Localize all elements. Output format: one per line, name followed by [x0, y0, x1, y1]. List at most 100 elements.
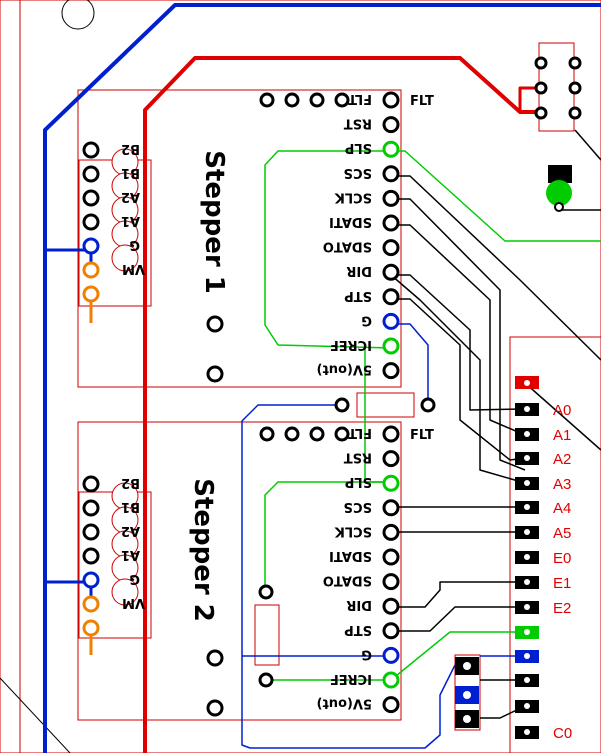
pin-pad: [382, 263, 400, 281]
header-label: A1: [553, 427, 571, 444]
pin-pad: [382, 91, 400, 109]
pin-pad: [82, 547, 100, 565]
pin-pad: [382, 239, 400, 257]
header-label: E0: [553, 550, 571, 567]
pin-pad: [382, 189, 400, 207]
pin-label: G: [361, 312, 372, 327]
pin-pad: [382, 312, 400, 330]
pin-pad: [382, 696, 400, 714]
pin-label: SDATO: [323, 239, 372, 254]
pin-pad: [382, 499, 400, 517]
pin-pad: [382, 214, 400, 232]
pin-label: ICREF: [330, 337, 372, 352]
pin-label: B1: [121, 165, 140, 180]
pin-label: SCLK: [334, 189, 372, 204]
pin-pad: [382, 288, 400, 306]
resistor: [258, 397, 436, 688]
pin-pad: [382, 140, 400, 158]
pin-label: VM: [122, 595, 145, 610]
pin-label: SDATI: [329, 548, 372, 563]
pin-label: STP: [344, 288, 372, 303]
pin-label: DIR: [346, 263, 372, 278]
header-label: E2: [553, 600, 571, 617]
pin-pad: [82, 523, 100, 541]
pin-label: SDATO: [323, 573, 372, 588]
header-label: A3: [553, 476, 571, 493]
pin-pad: [82, 595, 100, 613]
pin-pad: [82, 499, 100, 517]
pin-pad: [382, 523, 400, 541]
pin-label: G: [129, 571, 140, 586]
traces: [43, 3, 601, 753]
pin-pad: [82, 571, 100, 589]
pin-label: FLT: [348, 91, 372, 106]
pin-pad: [382, 671, 400, 689]
pad: [334, 426, 350, 442]
pin-pad: [82, 261, 100, 279]
pad: [309, 426, 325, 442]
pin-pad: [82, 475, 100, 493]
mounting-hole: [61, 0, 95, 30]
pin-pad: [382, 474, 400, 492]
header-label: A2: [553, 451, 571, 468]
pin-pad: [82, 213, 100, 231]
pad: [309, 92, 325, 108]
pin-label: STP: [344, 622, 372, 637]
stepper-module-2: Stepper 2 FLT RST SLP SCS SCLK SDATI SDATO DIR S…: [82, 425, 434, 717]
pin-label-flt: FLT: [410, 428, 434, 443]
pin-pad: [382, 450, 400, 468]
pin-pad: [82, 189, 100, 207]
pin-label: G: [361, 646, 372, 661]
pin-label: SLP: [345, 474, 372, 489]
header-label: A0: [553, 402, 571, 419]
pad: [284, 92, 300, 108]
pad: [284, 426, 300, 442]
pin-pad: [382, 362, 400, 380]
pin-label: RST: [344, 450, 372, 465]
pin-label: 5V(out): [317, 696, 372, 711]
header-label: A5: [553, 525, 571, 542]
pin-label-flt: FLT: [410, 94, 434, 109]
pin-pad: [82, 237, 100, 255]
pin-pad: [382, 573, 400, 591]
header-label: E1: [553, 575, 571, 592]
pin-label: VM: [122, 261, 145, 276]
pin-pad: [382, 165, 400, 183]
pad: [334, 92, 350, 108]
pin-label: ICREF: [330, 671, 372, 686]
switch: [534, 56, 582, 120]
module-title: Stepper 1: [199, 150, 229, 294]
pin-pad: [382, 646, 400, 664]
led: [546, 165, 572, 212]
pin-label: B2: [121, 141, 140, 156]
module-title: Stepper 2: [188, 478, 218, 622]
pin-label: DIR: [346, 597, 372, 612]
pin-pad: [82, 165, 100, 183]
jumper: [455, 657, 479, 728]
header-label: A4: [553, 500, 571, 517]
pin-pad: [382, 597, 400, 615]
header-label: C0: [553, 725, 572, 742]
pin-label: SCS: [343, 499, 372, 514]
pin-label: RST: [344, 116, 372, 131]
pin-label: SCS: [343, 165, 372, 180]
pin-label: A1: [121, 213, 140, 228]
pin-label: SCLK: [334, 523, 372, 538]
pin-pad: [82, 141, 100, 159]
pin-label: SDATI: [329, 214, 372, 229]
pin-pad: [382, 425, 400, 443]
pin-label: A2: [121, 189, 140, 204]
pad: [259, 426, 275, 442]
pin-label: 5V(out): [317, 362, 372, 377]
pin-label: SLP: [345, 140, 372, 155]
pin-pad: [382, 548, 400, 566]
stepper-module-1: Stepper 1 FLT RST SLP SCS SCLK SDATI SDATO DIR S…: [82, 91, 434, 383]
pin-label: A2: [121, 523, 140, 538]
pin-label: A1: [121, 547, 140, 562]
pin-label: B2: [121, 475, 140, 490]
pin-pad: [382, 337, 400, 355]
pin-pad: [382, 622, 400, 640]
pin-label: B1: [121, 499, 140, 514]
